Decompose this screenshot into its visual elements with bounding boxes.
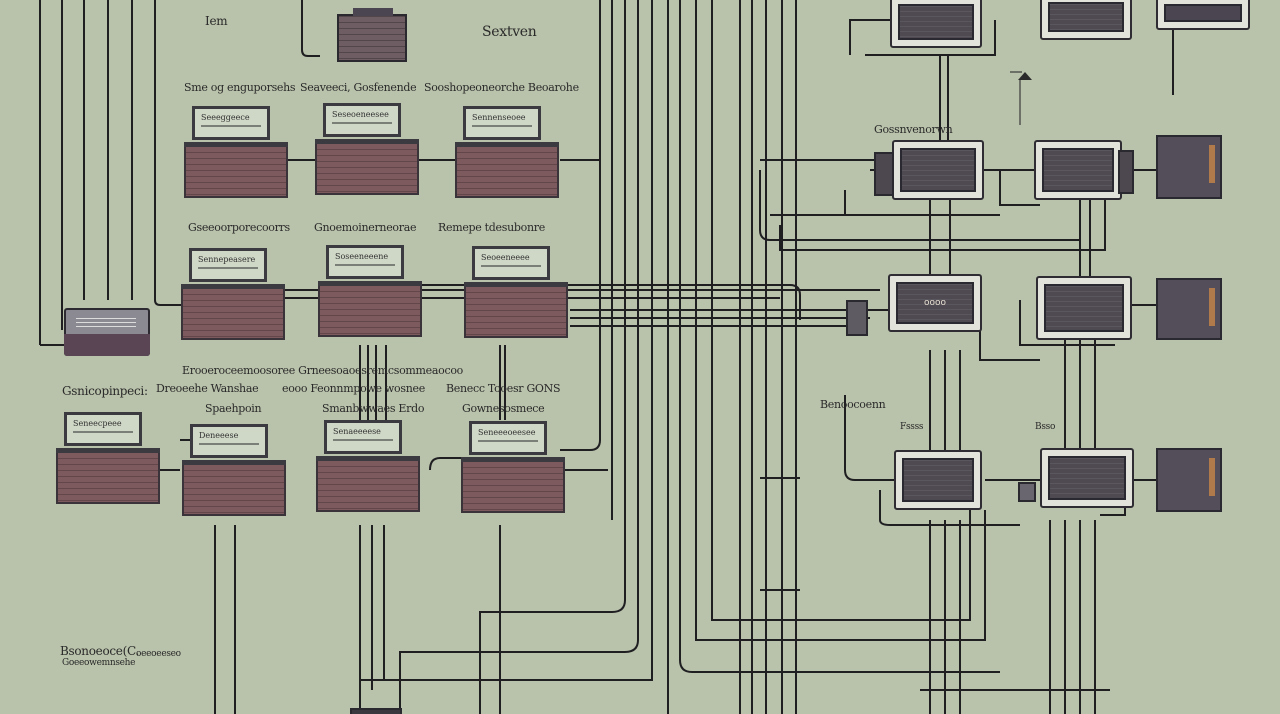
device-screen [1044, 284, 1124, 332]
label-row3-sub-a: Spaehpoin [205, 402, 262, 415]
device-readout: oooo [923, 298, 947, 308]
label-top-left: Iem [205, 14, 228, 28]
label-right-mid: Gossnvenorwn [874, 123, 953, 136]
rack-cabinet [315, 139, 419, 195]
device-unit[interactable] [892, 140, 984, 200]
server-unit[interactable]: Soseeneeene [318, 245, 422, 339]
monitor: Sennenseoee [463, 106, 541, 140]
monitor-caption: Seoeeneeee [481, 253, 530, 262]
rack-cabinet [316, 456, 420, 512]
device-screen [1164, 4, 1242, 22]
server-unit[interactable]: Senaeeeese [316, 420, 420, 514]
server-unit[interactable]: Seoeeneeee [464, 246, 568, 340]
monitor: Sennepeasere [189, 248, 267, 282]
label-row3-top: Erooeroceemoosoree Grneesoaoesremcsommea… [182, 364, 463, 377]
label-row2-a: Gseeoorporecoorrs [188, 221, 290, 234]
monitor-caption: Soseeneeene [335, 252, 389, 261]
monitor-caption: Senaeeeese [333, 427, 381, 436]
label-row1-c: Sooshopeoneorche Beoarohe [424, 81, 579, 94]
device-unit[interactable] [1156, 0, 1250, 30]
label-right-tag-a: Fssss [900, 422, 924, 432]
monitor: Soseeneeene [326, 245, 404, 279]
rack-cabinet [461, 457, 565, 513]
label-row3-left: Gsnicopinpeci: [62, 384, 148, 398]
monitor-caption: Seneeeoeesee [478, 428, 536, 437]
device-screen [1048, 456, 1126, 500]
label-row3-c: Benecc Tooesr GONS [446, 382, 561, 395]
label-row3-a: Dreoeehe Wanshae [156, 382, 259, 395]
device-module [874, 152, 894, 196]
rack-cabinet [182, 460, 286, 516]
router[interactable] [64, 308, 150, 356]
rack-cabinet [455, 142, 559, 198]
device-unit[interactable] [890, 0, 982, 48]
label-right-tag-b: Bsso [1035, 422, 1056, 432]
device-screen [900, 148, 976, 192]
monitor: Senaeeeese [324, 420, 402, 454]
monitor: Seeeggeece [192, 106, 270, 140]
monitor-caption: Seeeggeece [201, 113, 250, 122]
server-tower[interactable] [337, 8, 407, 62]
label-row2-c: Remepe tdesubonre [438, 221, 545, 234]
terminal[interactable] [1156, 135, 1222, 199]
label-row1-a: Sme og enguporsehs [184, 81, 296, 94]
server-unit[interactable]: Seneecpeee [56, 412, 160, 506]
device-screen [1042, 148, 1114, 192]
monitor-caption: Seseoeneesee [332, 110, 389, 119]
label-row3-b: eooo Feonnmpowe wosnee [282, 382, 425, 395]
device-unit[interactable] [894, 450, 982, 510]
rack-cabinet [464, 282, 568, 338]
device-unit[interactable] [1036, 276, 1132, 340]
server-unit[interactable]: Seeeggeece [184, 106, 288, 200]
monitor: Seneecpeee [64, 412, 142, 446]
monitor-caption: Deneeese [199, 431, 239, 440]
label-row3-sub-b: Smanbwwaes Erdo [322, 402, 425, 415]
label-top-center: Sextven [482, 24, 537, 40]
monitor: Seseoeneesee [323, 103, 401, 137]
monitor: Deneeese [190, 424, 268, 458]
device-module [350, 708, 402, 714]
device-unit[interactable] [1034, 140, 1122, 200]
device-screen [898, 4, 974, 40]
device-screen [1048, 2, 1124, 32]
monitor: Seoeeneeee [472, 246, 550, 280]
device-unit[interactable] [1040, 448, 1134, 508]
monitor-caption: Seneecpeee [73, 419, 122, 428]
rack-cabinet [318, 281, 422, 337]
label-row1-b: Seaveeci, Gosfenende [300, 81, 417, 94]
monitor-caption: Sennenseoee [472, 113, 526, 122]
terminal[interactable] [1156, 448, 1222, 512]
device-unit[interactable] [1040, 0, 1132, 40]
server-unit[interactable]: Sennepeasere [181, 248, 285, 342]
monitor: Seneeeoeesee [469, 421, 547, 455]
server-unit[interactable]: Seneeeoeesee [461, 421, 565, 515]
device-screen [902, 458, 974, 502]
terminal[interactable] [1156, 278, 1222, 340]
device-module [1118, 150, 1134, 194]
server-unit[interactable]: Sennenseoee [455, 106, 559, 200]
device-module [1018, 482, 1036, 502]
label-bottom-left-2: Goeeowemnsehe [62, 658, 136, 668]
label-bottom-left-1: Bsonoeoce(C. [60, 644, 139, 658]
label-row2-b: Gnoemoinerneorae [314, 221, 417, 234]
label-row3-sub-c: Gownesosmece [462, 402, 545, 415]
monitor-caption: Sennepeasere [198, 255, 256, 264]
device-screen: oooo [896, 282, 974, 324]
device-unit[interactable]: oooo [888, 274, 982, 332]
rack-cabinet [56, 448, 160, 504]
device-module [846, 300, 868, 336]
label-right-lower: Benoocoenn [820, 398, 886, 411]
rack-cabinet [184, 142, 288, 198]
server-unit[interactable]: Seseoeneesee [315, 103, 419, 197]
label-bottom-left-3: oeeoeeseo [136, 649, 181, 659]
rack-cabinet [181, 284, 285, 340]
server-unit[interactable]: Deneeese [182, 424, 286, 518]
